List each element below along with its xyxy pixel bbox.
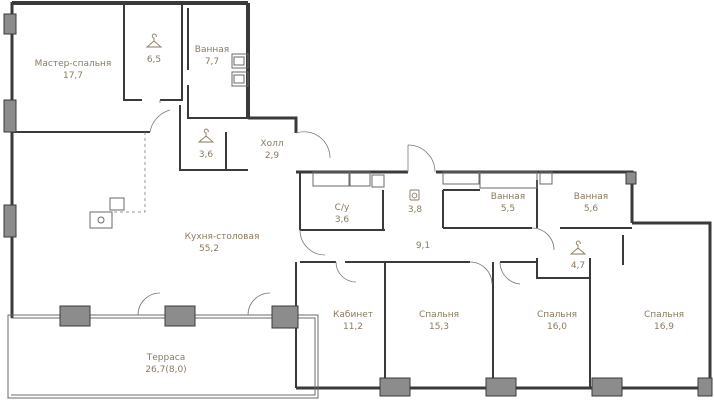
hanger-icon (569, 240, 587, 255)
room-closet-3: 4,7 (569, 240, 587, 271)
room-wc: С/у 3,6 (335, 203, 350, 225)
room-hall: Холл 2,9 (260, 139, 283, 161)
room-area: 3,6 (199, 150, 214, 160)
room-terrace: Терраса 26,7(8,0) (145, 353, 186, 375)
laundry-icon (409, 189, 420, 201)
room-kitchen-dining: Кухня-столовая 55,2 (185, 232, 260, 254)
room-bedroom-2: Спальня 16,0 (537, 310, 577, 332)
hanger-icon (145, 33, 163, 48)
columns (3, 13, 713, 397)
room-area: 5,6 (584, 204, 599, 214)
inner-walls (12, 5, 632, 388)
room-name: Терраса (146, 353, 185, 363)
room-name: Ванная (491, 192, 525, 202)
room-area: 55,2 (199, 244, 219, 254)
room-bedroom-3: Спальня 16,9 (644, 310, 684, 332)
room-master-bedroom: Мастер-спальня 17,7 (35, 59, 112, 81)
room-area: 17,7 (63, 71, 83, 81)
room-area: 3,6 (335, 215, 350, 225)
room-area: 5,5 (501, 204, 515, 214)
room-study: Кабинет 11,2 (333, 310, 373, 332)
room-area: 3,8 (408, 205, 423, 215)
room-area: 15,3 (429, 322, 449, 332)
room-name: Кухня-столовая (185, 232, 260, 242)
room-name: Ванная (195, 45, 229, 55)
room-area: 16,9 (654, 322, 674, 332)
room-area: 11,2 (343, 322, 363, 332)
room-name: Кабинет (333, 310, 373, 320)
room-closet-2: 3,6 (197, 128, 215, 160)
room-area: 9,1 (416, 241, 430, 251)
room-bedroom-1: Спальня 15,3 (419, 310, 459, 332)
doors (95, 100, 555, 316)
room-area: 26,7(8,0) (145, 365, 186, 375)
room-name: Спальня (537, 310, 577, 320)
room-bathroom-3: Ванная 5,6 (574, 192, 608, 214)
room-name: Мастер-спальня (35, 59, 112, 69)
room-laundry: 3,8 (408, 189, 423, 215)
room-area: 6,5 (147, 55, 161, 65)
room-name: Спальня (644, 310, 684, 320)
room-area: 2,9 (265, 151, 280, 161)
room-bathroom-master: Ванная 7,7 (195, 45, 229, 67)
fixtures (89, 53, 553, 229)
room-name: С/у (335, 203, 350, 213)
room-name: Холл (260, 139, 283, 149)
room-area: 7,7 (205, 57, 219, 67)
room-corridor: 9,1 (416, 241, 430, 251)
room-area: 16,0 (547, 322, 567, 332)
room-closet-1: 6,5 (145, 33, 163, 65)
room-area: 4,7 (571, 261, 585, 271)
room-name: Спальня (419, 310, 459, 320)
room-name: Ванная (574, 192, 608, 202)
room-bathroom-2: Ванная 5,5 (491, 192, 525, 214)
hanger-icon (197, 128, 215, 143)
